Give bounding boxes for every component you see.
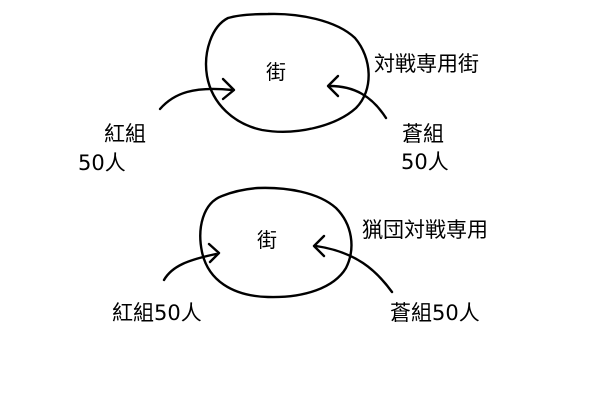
red-team-arrowhead-1 xyxy=(221,77,236,101)
blue-team-arrowhead-1 xyxy=(326,74,340,98)
blue-team-count-1: 50人 xyxy=(401,150,449,174)
red-team-arrowhead-2 xyxy=(207,242,221,264)
blue-team-label-2: 蒼組50人 xyxy=(390,301,480,325)
guild-battle-label: 猟団対戦専用 xyxy=(362,218,488,242)
town-circle-2 xyxy=(199,186,353,299)
red-team-arrow-2 xyxy=(162,252,218,282)
red-team-arrow-1 xyxy=(158,87,234,111)
red-team-label-2: 紅組50人 xyxy=(112,301,202,325)
blue-team-name-1: 蒼組 xyxy=(402,122,444,146)
blue-team-arrow-2 xyxy=(314,244,394,294)
town-circle-1 xyxy=(204,12,370,133)
dedicated-battle-town-label: 対戦専用街 xyxy=(374,52,479,76)
blue-team-arrowhead-2 xyxy=(312,234,326,258)
town-label-1: 街 xyxy=(266,60,286,84)
town-label-2: 街 xyxy=(257,228,277,252)
red-team-count-1: 50人 xyxy=(78,151,126,175)
red-team-name-1: 紅組 xyxy=(104,122,146,146)
blue-team-arrow-1 xyxy=(328,84,388,120)
